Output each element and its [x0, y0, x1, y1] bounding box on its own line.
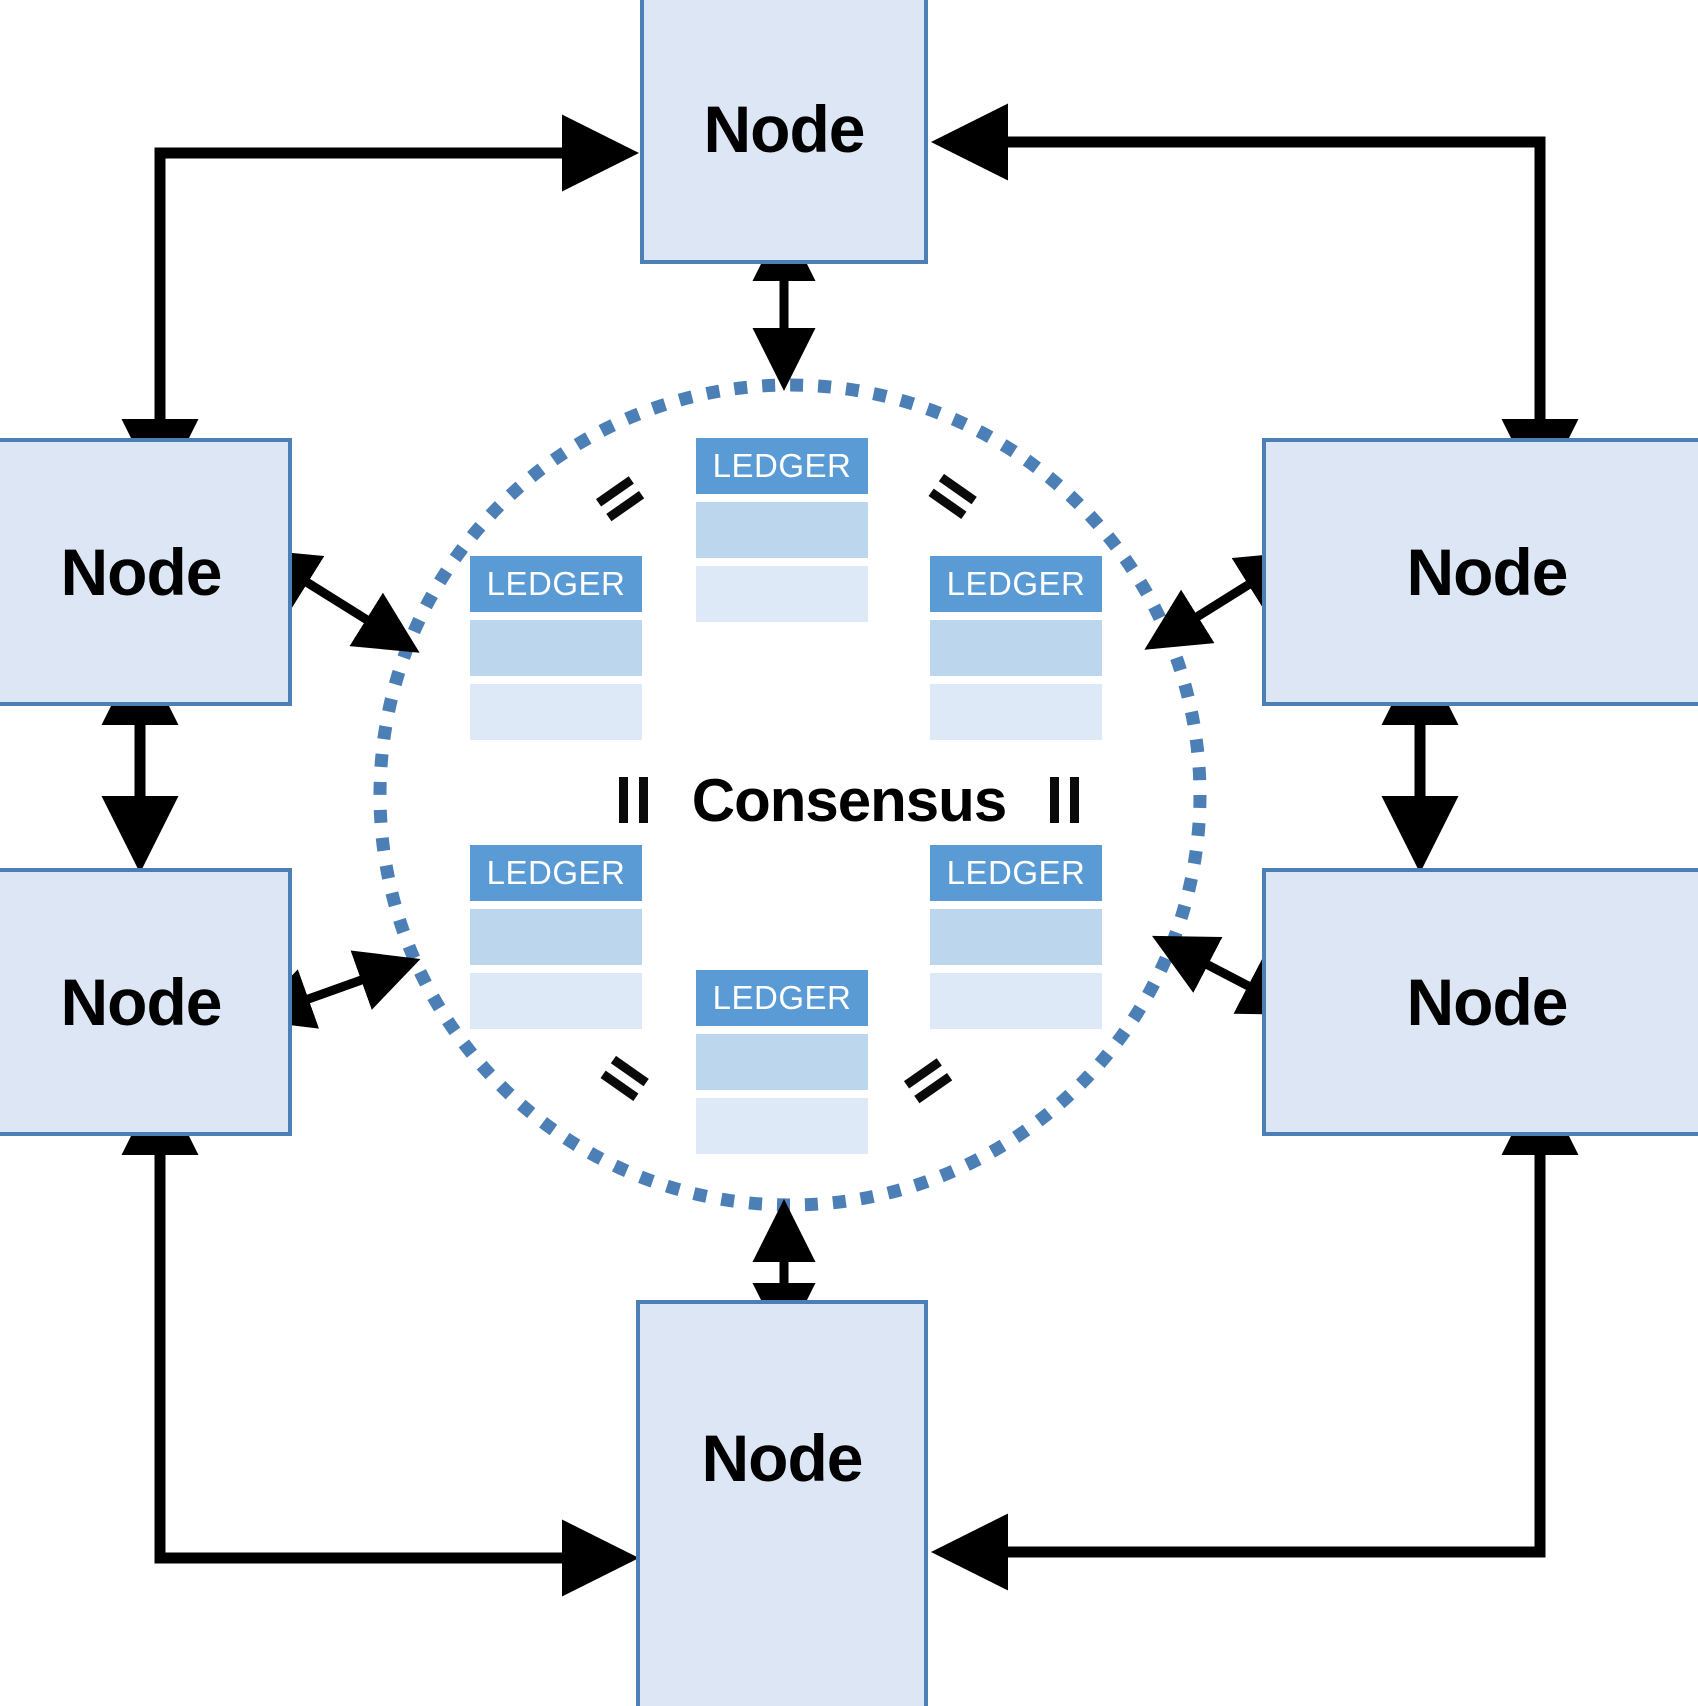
- consensus-row: Consensus: [509, 760, 1189, 840]
- node-top[interactable]: Node: [640, 0, 928, 264]
- consensus-label: Consensus: [691, 766, 1007, 834]
- equals-icon-mid-right: [1050, 777, 1080, 823]
- ledger-left-upper[interactable]: LEDGER: [470, 556, 642, 740]
- node-right-upper[interactable]: Node: [1262, 438, 1698, 706]
- ledger-header: LEDGER: [470, 556, 642, 612]
- node-label: Node: [60, 535, 223, 609]
- node-left-upper[interactable]: Node: [0, 438, 292, 706]
- ledger-row-2: [930, 973, 1102, 1029]
- link-leftlower-to-circle: [249, 950, 421, 1029]
- ledger-row-2: [470, 684, 642, 740]
- link-bottomright-elbow: [931, 1078, 1579, 1591]
- ledger-row-1: [470, 620, 642, 676]
- link-topright-elbow: [931, 103, 1579, 496]
- ledger-top[interactable]: LEDGER: [696, 438, 868, 622]
- ledger-bottom[interactable]: LEDGER: [696, 970, 868, 1154]
- node-label: Node: [60, 965, 223, 1039]
- ledger-header: LEDGER: [930, 556, 1102, 612]
- ledger-header: LEDGER: [696, 970, 868, 1026]
- ledger-row-1: [930, 909, 1102, 965]
- equals-icon-mid-left: [618, 777, 648, 823]
- ledger-row-1: [930, 620, 1102, 676]
- link-leftupper-to-circle: [254, 549, 420, 653]
- node-label: Node: [1406, 965, 1569, 1039]
- link-rightlower-to-circle: [1152, 935, 1304, 1015]
- ledger-header: LEDGER: [696, 438, 868, 494]
- node-left-lower[interactable]: Node: [0, 868, 292, 1136]
- ledger-row-1: [696, 502, 868, 558]
- ledger-header: LEDGER: [470, 845, 642, 901]
- ledger-row-1: [470, 909, 642, 965]
- ledger-right-lower[interactable]: LEDGER: [930, 845, 1102, 1029]
- node-label: Node: [701, 1421, 864, 1495]
- node-right-lower[interactable]: Node: [1262, 868, 1698, 1136]
- ledger-row-1: [696, 1034, 868, 1090]
- ledger-row-2: [696, 1098, 868, 1154]
- node-label: Node: [1406, 535, 1569, 609]
- ledger-right-upper[interactable]: LEDGER: [930, 556, 1102, 740]
- ledger-header: LEDGER: [930, 845, 1102, 901]
- link-rightupper-to-circle: [1144, 551, 1302, 650]
- link-bottomleft-elbow: [121, 1078, 639, 1597]
- ledger-row-2: [930, 684, 1102, 740]
- consensus-circle: [373, 378, 1207, 1212]
- ledger-row-2: [696, 566, 868, 622]
- link-topleft-elbow: [121, 114, 639, 496]
- node-bottom[interactable]: Node: [636, 1300, 928, 1706]
- ledger-row-2: [470, 973, 642, 1029]
- ledger-left-lower[interactable]: LEDGER: [470, 845, 642, 1029]
- node-label: Node: [703, 92, 866, 166]
